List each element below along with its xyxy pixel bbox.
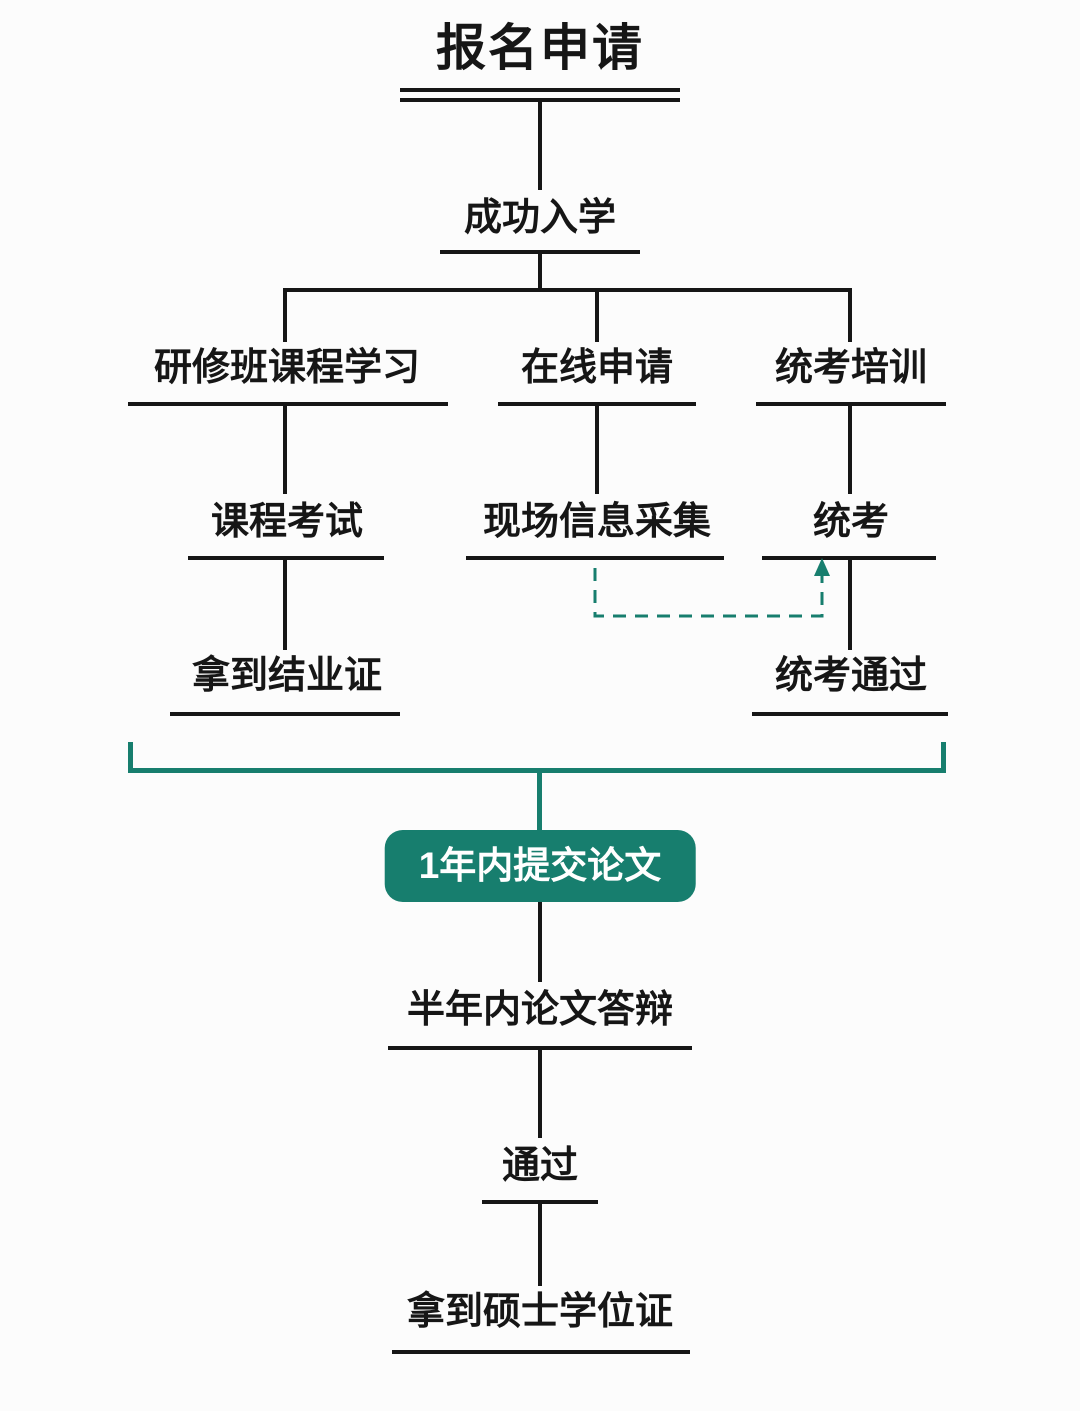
connector-line — [595, 288, 599, 342]
merge-bracket-left — [128, 742, 133, 772]
dashed-feedback-arrow — [593, 558, 830, 618]
node-underline-completion-cert — [170, 712, 400, 716]
node-enroll: 成功入学 — [463, 197, 617, 239]
connector-line — [283, 556, 287, 650]
node-unified-exam: 统考 — [812, 501, 890, 543]
connector-line — [538, 1046, 542, 1138]
node-online-apply: 在线申请 — [520, 347, 674, 389]
connector-line — [848, 402, 852, 494]
node-onsite-info: 现场信息采集 — [482, 501, 712, 543]
connector-line — [538, 98, 542, 190]
merge-bracket-right — [941, 742, 946, 772]
node-pass: 通过 — [501, 1145, 579, 1187]
title-double-underline-top — [400, 88, 680, 92]
node-master-degree: 拿到硕士学位证 — [406, 1291, 674, 1333]
connector-line — [538, 1200, 542, 1286]
connector-line — [595, 402, 599, 494]
node-seminar-course: 研修班课程学习 — [153, 347, 421, 389]
node-unified-training: 统考培训 — [774, 347, 928, 389]
node-underline-seminar-course — [128, 402, 448, 406]
node-underline-master-degree — [392, 1350, 690, 1354]
connector-line — [538, 902, 542, 982]
connector-line — [283, 288, 287, 342]
connector-line — [848, 288, 852, 342]
merge-bracket-stub — [537, 768, 542, 834]
node-completion-cert: 拿到结业证 — [191, 655, 383, 697]
node-thesis-defense: 半年内论文答辩 — [406, 989, 674, 1031]
node-unified-pass: 统考通过 — [774, 655, 928, 697]
connector-line — [848, 556, 852, 650]
connector-line — [283, 402, 287, 494]
node-underline-onsite-info — [466, 556, 724, 560]
branch-horizontal-line — [283, 288, 852, 292]
connector-line — [538, 250, 542, 290]
node-submit-thesis: 1年内提交论文 — [384, 830, 696, 902]
flow-title: 报名申请 — [436, 20, 644, 76]
node-underline-unified-pass — [752, 712, 948, 716]
node-course-exam: 课程考试 — [210, 501, 364, 543]
